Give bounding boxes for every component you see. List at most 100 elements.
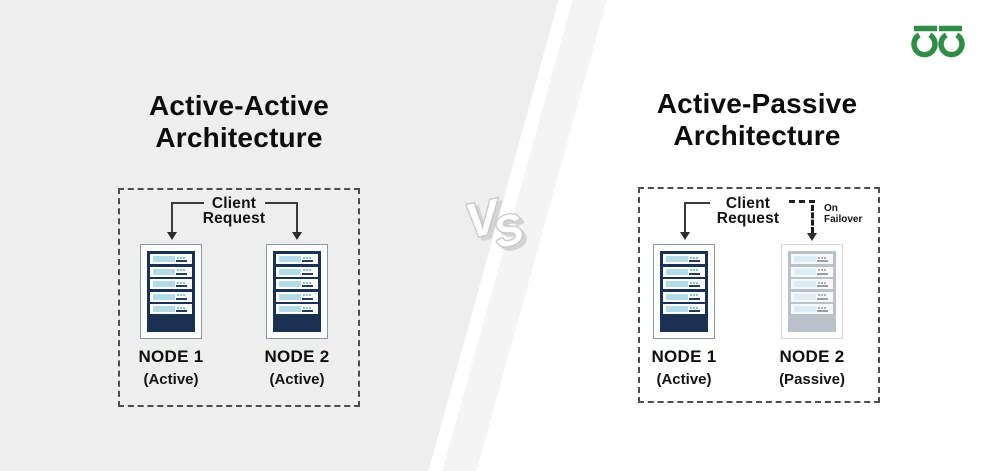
slot-dots <box>690 256 692 259</box>
slot-led-bar <box>794 306 816 312</box>
left-panel-title: Active-Active Architecture <box>74 90 404 154</box>
server-slot <box>663 266 705 277</box>
server-slot <box>276 291 318 302</box>
server-slot <box>791 291 833 302</box>
slot-vent <box>689 272 700 275</box>
slot-vent <box>817 297 828 300</box>
slot-led-bar <box>279 293 301 300</box>
geeksforgeeks-logo-icon <box>911 25 965 58</box>
left-node1-name: NODE 1 <box>138 347 204 366</box>
slot-led-bar <box>279 306 301 312</box>
on-failover-label: On Failover <box>824 203 862 225</box>
slot-dots <box>303 294 305 296</box>
slot-dots <box>690 306 692 309</box>
slot-led-bar <box>794 256 816 262</box>
slot-vent <box>176 297 187 300</box>
slot-dots <box>690 294 692 296</box>
slot-led-bar <box>666 256 688 262</box>
slot-dots <box>690 281 692 284</box>
right-request-line1: Client <box>725 195 771 212</box>
right-arrow1-horizontal <box>684 202 710 204</box>
slot-dots <box>690 269 692 271</box>
left-arrow2-horizontal <box>265 202 298 204</box>
server-slot <box>791 304 833 314</box>
slot-dots <box>818 256 820 259</box>
slot-dots <box>177 269 179 271</box>
left-client-request-label: Client Request <box>199 196 269 227</box>
left-arrow2-head <box>292 232 302 240</box>
left-node2-state: (Active) <box>269 371 325 388</box>
server-rack <box>273 251 321 332</box>
server-icon-node2-active <box>266 244 328 339</box>
slot-vent <box>817 260 828 262</box>
slot-led-bar <box>279 256 301 262</box>
left-arrow2-vertical <box>296 202 298 233</box>
server-slot <box>150 279 192 289</box>
slot-led-bar <box>794 268 816 275</box>
server-slot <box>791 279 833 289</box>
server-slot <box>663 304 705 314</box>
left-arrow1-horizontal <box>171 202 204 204</box>
right-node2-state: (Passive) <box>779 371 845 388</box>
slot-vent <box>176 260 187 262</box>
left-node2-name: NODE 2 <box>264 347 330 366</box>
slot-dots <box>818 281 820 284</box>
server-slot <box>150 291 192 302</box>
slot-led-bar <box>666 281 688 287</box>
right-arrow1-head <box>680 232 690 240</box>
right-dashed-container <box>638 187 880 403</box>
slot-led-bar <box>794 281 816 287</box>
slot-vent <box>302 310 313 312</box>
right-arrow1-vertical <box>684 202 686 233</box>
left-title-line2: Architecture <box>155 122 323 153</box>
slot-vent <box>176 272 187 275</box>
server-rack <box>660 251 708 332</box>
right-node1-name: NODE 1 <box>651 347 717 366</box>
server-rack <box>788 251 836 332</box>
slot-dots <box>303 281 305 284</box>
slot-led-bar <box>153 306 175 312</box>
slot-led-bar <box>666 306 688 312</box>
slot-led-bar <box>153 268 175 275</box>
slot-vent <box>302 297 313 300</box>
server-slot <box>663 279 705 289</box>
server-slot <box>276 304 318 314</box>
right-client-request-label: Client Request <box>711 195 785 227</box>
slot-dots <box>818 269 820 271</box>
slot-vent <box>689 260 700 262</box>
slot-vent <box>176 310 187 312</box>
right-node2-name: NODE 2 <box>779 347 845 366</box>
server-slot <box>276 266 318 277</box>
server-slot <box>276 254 318 264</box>
right-title-line2: Architecture <box>673 120 841 151</box>
failover-line1: On <box>824 203 838 214</box>
slot-vent <box>302 285 313 287</box>
slot-led-bar <box>153 281 175 287</box>
slot-led-bar <box>279 281 301 287</box>
server-slot <box>150 266 192 277</box>
server-slot <box>791 266 833 277</box>
slot-vent <box>817 272 828 275</box>
server-slot <box>663 291 705 302</box>
server-icon-node1-active <box>653 244 715 339</box>
right-node1-state: (Active) <box>656 371 712 388</box>
left-arrow1-vertical <box>171 202 173 233</box>
right-title-line1: Active-Passive <box>656 88 858 119</box>
left-arrow1-head <box>167 232 177 240</box>
slot-dots <box>303 269 305 271</box>
failover-arrow-head <box>807 233 817 241</box>
slot-vent <box>689 297 700 300</box>
slot-vent <box>302 260 313 262</box>
slot-vent <box>817 285 828 287</box>
failover-dashed-vertical <box>811 205 814 233</box>
slot-led-bar <box>153 256 175 262</box>
slot-dots <box>818 306 820 309</box>
slot-vent <box>689 310 700 312</box>
slot-led-bar <box>666 293 688 300</box>
right-request-line2: Request <box>716 210 780 227</box>
left-node1-state: (Active) <box>143 371 199 388</box>
server-slot <box>276 279 318 289</box>
slot-led-bar <box>279 268 301 275</box>
right-panel-title: Active-Passive Architecture <box>592 88 922 152</box>
slot-dots <box>303 256 305 259</box>
